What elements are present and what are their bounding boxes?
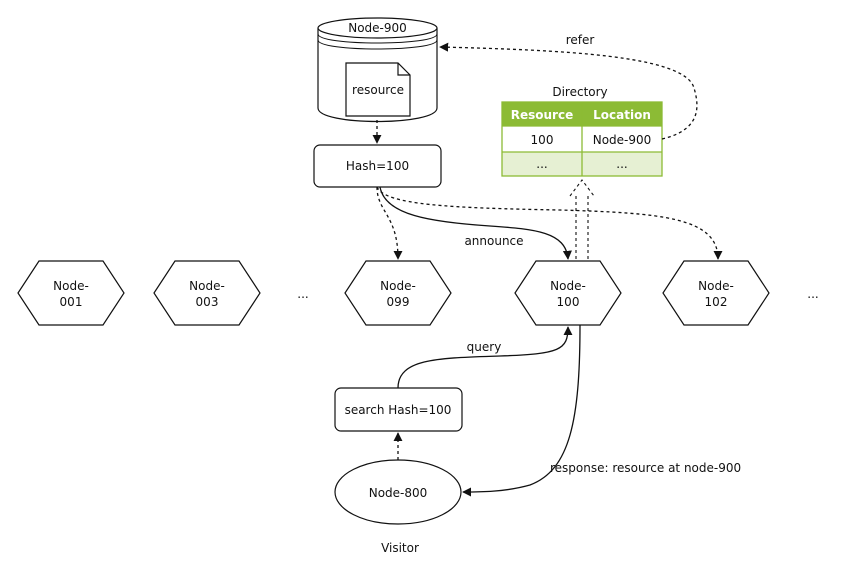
- node-099-line1: Node-: [380, 279, 416, 293]
- search-box-label: search Hash=100: [345, 403, 452, 417]
- node-099: Node- 099: [344, 260, 452, 326]
- edge-announce: [379, 186, 572, 260]
- node-003-line2: 003: [196, 295, 219, 309]
- hash-box: Hash=100: [313, 144, 442, 188]
- directory-table: Directory Resource Location 100 Node-900…: [501, 85, 663, 177]
- node-001: Node- 001: [17, 260, 125, 326]
- directory-header-location: Location: [593, 108, 651, 122]
- search-box: search Hash=100: [334, 387, 463, 432]
- edge-hash-to-node-102: [376, 186, 723, 260]
- node-row-ellipsis-2: ...: [807, 287, 818, 301]
- announce-label: announce: [464, 234, 523, 248]
- edge-node-100-to-directory: [569, 179, 595, 259]
- document-icon: [345, 62, 411, 117]
- response-label: response: resource at node-900: [550, 461, 741, 475]
- visitor-node-label: Node-800: [369, 486, 428, 500]
- directory-header-resource: Resource: [511, 108, 573, 122]
- document-fold: [397, 63, 410, 76]
- node-100: Node- 100: [514, 260, 622, 326]
- directory-cell-location-1: Node-900: [593, 133, 652, 147]
- node-003-line1: Node-: [189, 279, 225, 293]
- node-003: Node- 003: [153, 260, 261, 326]
- node-001-line1: Node-: [53, 279, 89, 293]
- node-102: Node- 102: [662, 260, 770, 326]
- node-100-line1: Node-: [550, 279, 586, 293]
- node-001-line2: 001: [60, 295, 83, 309]
- visitor-caption: Visitor: [381, 541, 419, 555]
- refer-label: refer: [566, 33, 595, 47]
- node-102-line1: Node-: [698, 279, 734, 293]
- edge-response: [462, 324, 581, 497]
- directory-cell-location-2: ...: [616, 157, 627, 171]
- storage-cylinder-top: [317, 17, 438, 39]
- node-102-line2: 102: [705, 295, 728, 309]
- visitor-node-800: Node-800: [334, 459, 462, 525]
- edge-hash-to-node-099: [376, 186, 403, 260]
- edge-refer: [439, 42, 698, 140]
- directory-cell-resource-1: 100: [531, 133, 554, 147]
- storage-cylinder-rim-2: [317, 39, 438, 50]
- document-label: resource: [352, 83, 404, 97]
- hash-box-label: Hash=100: [346, 159, 409, 173]
- query-label: query: [467, 340, 502, 354]
- storage-cylinder-rim: [317, 33, 438, 44]
- directory-cell-resource-2: ...: [536, 157, 547, 171]
- storage-title: Node-900: [348, 21, 407, 35]
- directory-title: Directory: [552, 85, 607, 99]
- node-row-ellipsis-1: ...: [297, 287, 308, 301]
- edge-query: [397, 326, 573, 389]
- storage-node-900: Node-900 resource: [317, 17, 438, 123]
- node-100-line2: 100: [557, 295, 580, 309]
- node-099-line2: 099: [387, 295, 410, 309]
